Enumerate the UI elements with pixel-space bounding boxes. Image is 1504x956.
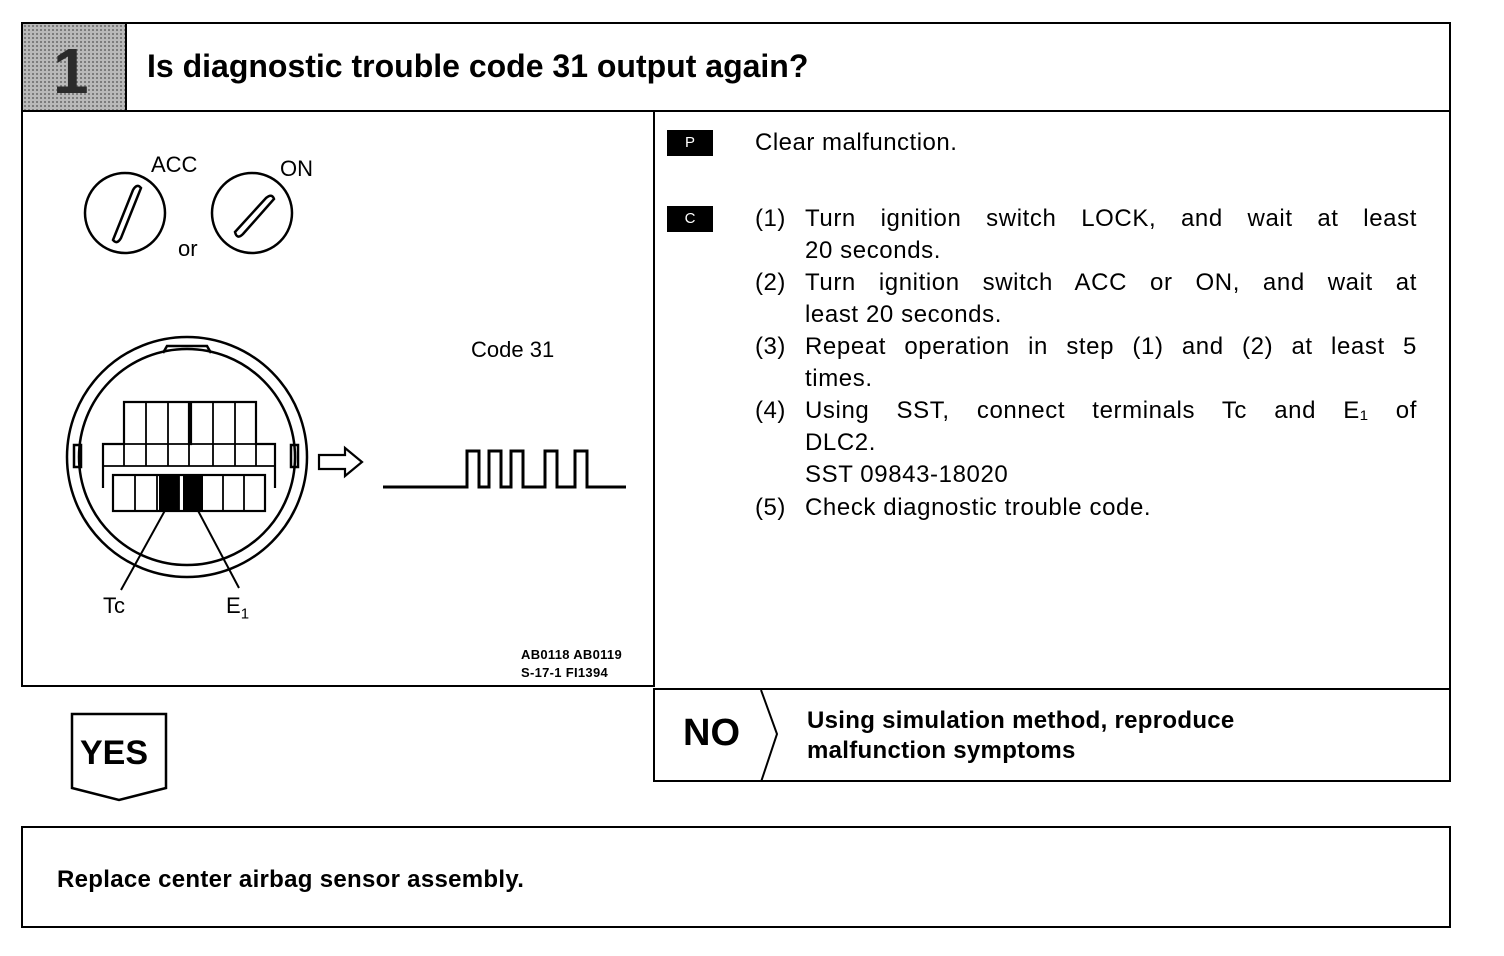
step-question-title: Is diagnostic trouble code 31 output aga… (147, 48, 809, 84)
step-number: (5) (755, 494, 786, 521)
dlc2-connector-icon (65, 335, 309, 591)
ignition-switch-acc-icon (83, 171, 167, 255)
result-box: Replace center airbag sensor assembly. (21, 826, 1451, 928)
e1-terminal-label: E1 (226, 593, 250, 623)
yes-arrow-shape (70, 712, 168, 802)
step-text: Turn ignition switch ACC or ON, and wait… (805, 269, 1417, 296)
step-header: 1 Is diagnostic trouble code 31 output a… (21, 22, 1451, 112)
figure-ref-code-1: AB0118 AB0119 (521, 647, 622, 662)
sst-number: SST 09843-18020 (805, 461, 1009, 488)
figure-ref-code-2: S-17-1 FI1394 (521, 665, 609, 680)
no-branch-line: Using simulation method, reproduce (807, 707, 1235, 734)
no-label: NO (683, 712, 740, 754)
p-tag: P (667, 130, 713, 156)
procedure-panel: P Clear malfunction. C (1) Turn ignition… (653, 110, 1451, 690)
code-31-waveform (383, 449, 626, 489)
step-text: 20 seconds. (805, 237, 942, 264)
yes-label: YES (80, 734, 149, 772)
on-label: ON (280, 156, 313, 181)
p-instruction: Clear malfunction. (755, 129, 958, 156)
c-tag: C (667, 206, 713, 232)
step-number: (4) (755, 397, 786, 424)
step-text: Repeat operation in step (1) and (2) at … (805, 333, 1417, 360)
code-31-label: Code 31 (471, 337, 555, 362)
no-branch-line: malfunction symptoms (807, 737, 1076, 764)
step-number-badge: 1 (23, 24, 127, 110)
step-text: Turn ignition switch LOCK, and wait at l… (805, 205, 1417, 232)
acc-label: ACC (151, 152, 198, 177)
ignition-switch-on-icon (210, 171, 294, 255)
result-instruction: Replace center airbag sensor assembly. (57, 866, 525, 893)
step-text: DLC2. (805, 429, 877, 456)
step-number: (2) (755, 269, 786, 296)
arrow-right-icon (317, 445, 364, 479)
step-number: (1) (755, 205, 786, 232)
diagnostic-figure: ACC ON or Code 31 Tc E1 AB0118 AB0119 S-… (21, 110, 655, 687)
no-branch-box: NO Using simulation method, reproduce ma… (653, 688, 1451, 782)
connector-diagram (65, 171, 626, 591)
step-number: 1 (53, 35, 89, 107)
no-chevron-divider (760, 690, 779, 782)
step-number: (3) (755, 333, 786, 360)
or-label: or (178, 236, 198, 261)
step-text: least 20 seconds. (805, 301, 1002, 328)
no-branch-text: Using simulation method, reproduce malfu… (807, 706, 1235, 766)
step-text: times. (805, 365, 873, 392)
step-text: Using SST, connect terminals Tc and E₁ o… (805, 397, 1417, 424)
tc-terminal-label: Tc (103, 593, 125, 618)
step-text: Check diagnostic trouble code. (805, 494, 1152, 521)
